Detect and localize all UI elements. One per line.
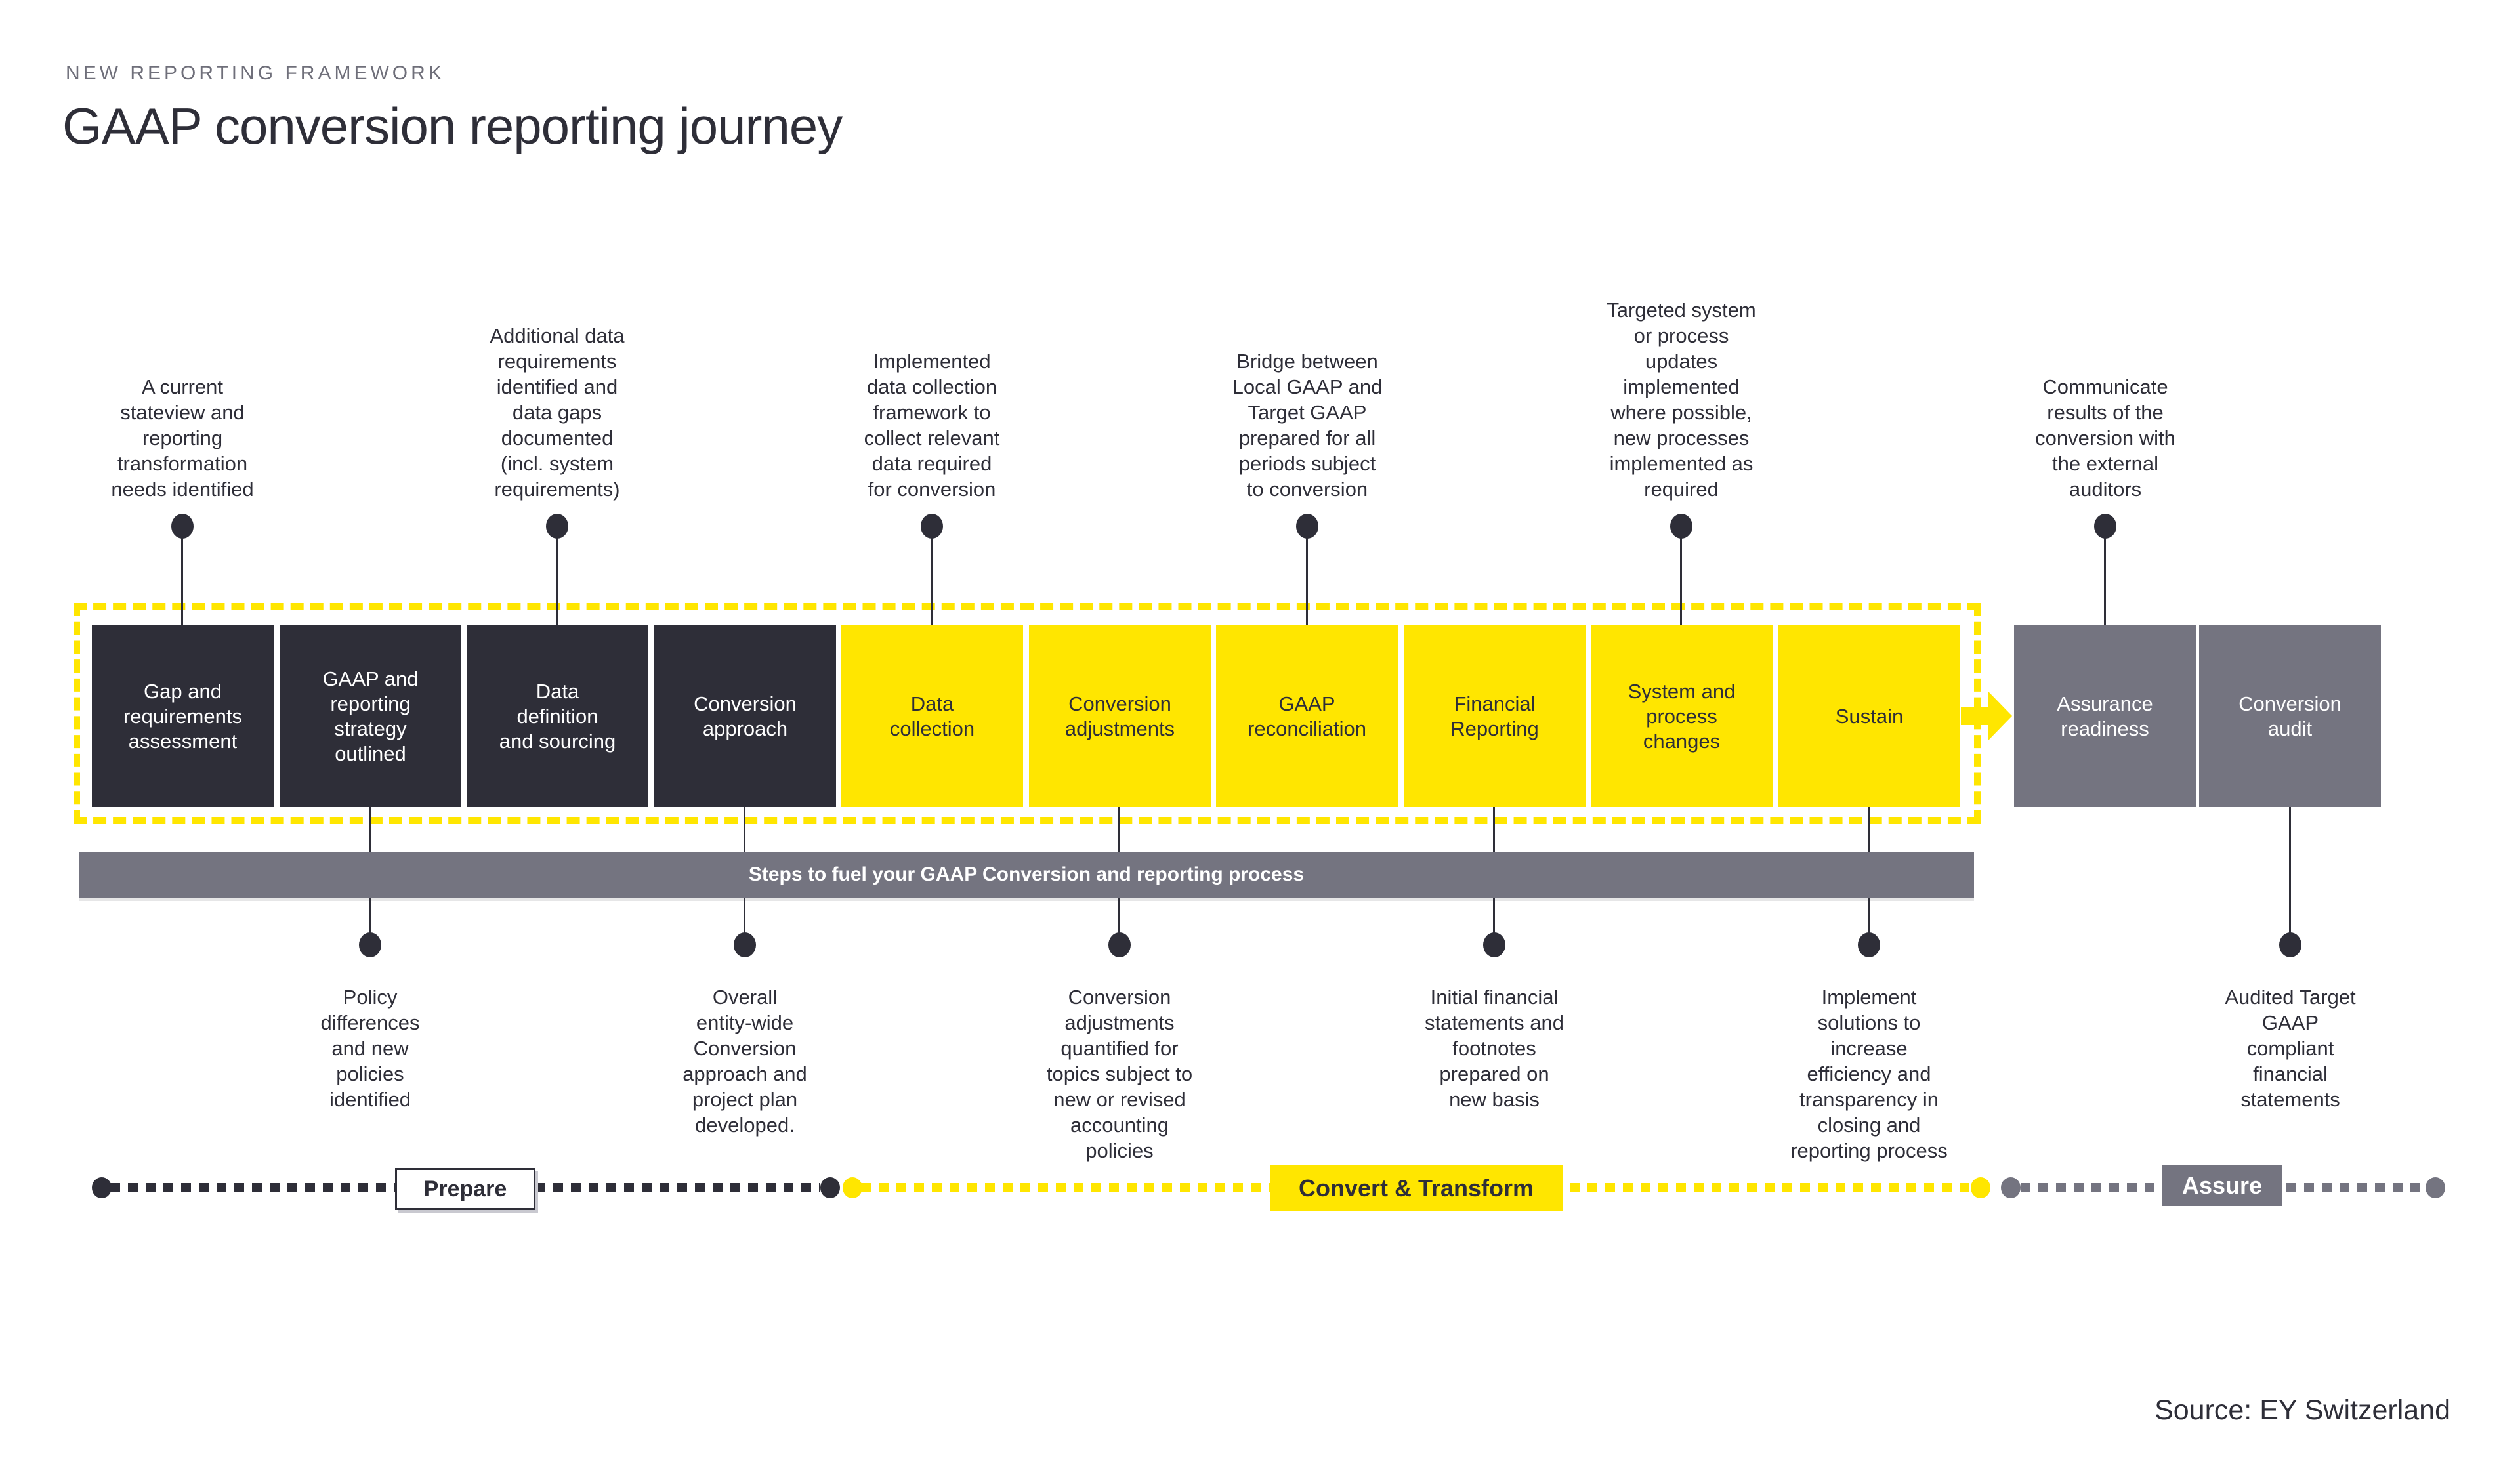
step-box-gaap-reconciliation: GAAP reconciliation	[1216, 625, 1398, 807]
process-banner: Steps to fuel your GAAP Conversion and r…	[79, 852, 1974, 898]
page-title: GAAP conversion reporting journey	[62, 97, 843, 155]
bottom-connector-dot	[1108, 932, 1131, 957]
phase-label-prepare: Prepare	[395, 1168, 536, 1210]
bottom-connector-dot	[734, 932, 756, 957]
top-connector-line	[556, 537, 558, 625]
top-connector-line	[181, 537, 183, 625]
step-box-system-process-changes: System and process changes	[1591, 625, 1773, 807]
bottom-annotation: Conversion adjustments quantified for to…	[1046, 986, 1193, 1162]
bottom-connector-dot	[359, 932, 381, 957]
step-box-gap-requirements: Gap and requirements assessment	[92, 625, 274, 807]
phase-label-convert-transform: Convert & Transform	[1270, 1165, 1563, 1211]
top-connector-dot	[171, 514, 194, 539]
bottom-connector-dot	[1858, 932, 1880, 957]
step-box-conversion-adjustments: Conversion adjustments	[1029, 625, 1211, 807]
step-box-data-collection: Data collection	[841, 625, 1023, 807]
step-box-data-definition: Data definition and sourcing	[467, 625, 648, 807]
eyebrow-label: NEW REPORTING FRAMEWORK	[66, 62, 445, 84]
bottom-annotation: Overall entity-wide Conversion approach …	[682, 986, 807, 1137]
top-annotation: Additional data requirements identified …	[490, 324, 625, 501]
bottom-annotation: Policy differences and new policies iden…	[320, 986, 420, 1111]
step-box-gaap-strategy: GAAP and reporting strategy outlined	[280, 625, 461, 807]
top-annotation: Bridge between Local GAAP and Target GAA…	[1232, 350, 1383, 501]
step-box-assurance-readiness: Assurance readiness	[2014, 625, 2196, 807]
top-connector-line	[1680, 537, 1682, 625]
timeline-transition-dot	[2001, 1177, 2021, 1198]
bottom-annotation: Implement solutions to increase efficien…	[1790, 986, 1948, 1162]
top-annotation: Implemented data collection framework to…	[864, 350, 1000, 501]
top-annotation: Communicate results of the conversion wi…	[2035, 375, 2175, 501]
timeline-transition-dot	[843, 1177, 862, 1198]
top-connector-line	[1306, 537, 1308, 625]
step-box-financial-reporting: Financial Reporting	[1404, 625, 1586, 807]
step-box-sustain: Sustain	[1778, 625, 1960, 807]
top-connector-dot	[2094, 514, 2116, 539]
top-annotation: Targeted system or process updates imple…	[1606, 299, 1756, 501]
bottom-connector-dot	[2279, 932, 2301, 957]
top-connector-dot	[546, 514, 568, 539]
top-connector-line	[2104, 537, 2106, 625]
bottom-annotation: Initial financial statements and footnot…	[1425, 986, 1564, 1111]
top-annotation: A current stateview and reporting transf…	[111, 375, 254, 501]
timeline-transition-dot	[820, 1177, 840, 1198]
top-connector-dot	[1296, 514, 1318, 539]
arrow-icon	[1961, 707, 1990, 725]
top-connector-dot	[1670, 514, 1692, 539]
arrow-head-icon	[1988, 692, 2012, 740]
bottom-connector-dot	[1483, 932, 1505, 957]
bottom-connector-line	[2289, 807, 2291, 933]
step-box-conversion-audit: Conversion audit	[2199, 625, 2381, 807]
top-connector-line	[931, 537, 933, 625]
step-box-conversion-approach: Conversion approach	[654, 625, 836, 807]
bottom-annotation: Audited Target GAAP compliant financial …	[2225, 986, 2356, 1111]
timeline-start-dot	[92, 1177, 112, 1198]
timeline-end-dot	[2426, 1177, 2445, 1198]
phase-label-assure: Assure	[2162, 1165, 2282, 1206]
top-connector-dot	[921, 514, 943, 539]
source-credit: Source: EY Switzerland	[2154, 1394, 2450, 1426]
timeline-transition-dot	[1971, 1177, 1990, 1198]
